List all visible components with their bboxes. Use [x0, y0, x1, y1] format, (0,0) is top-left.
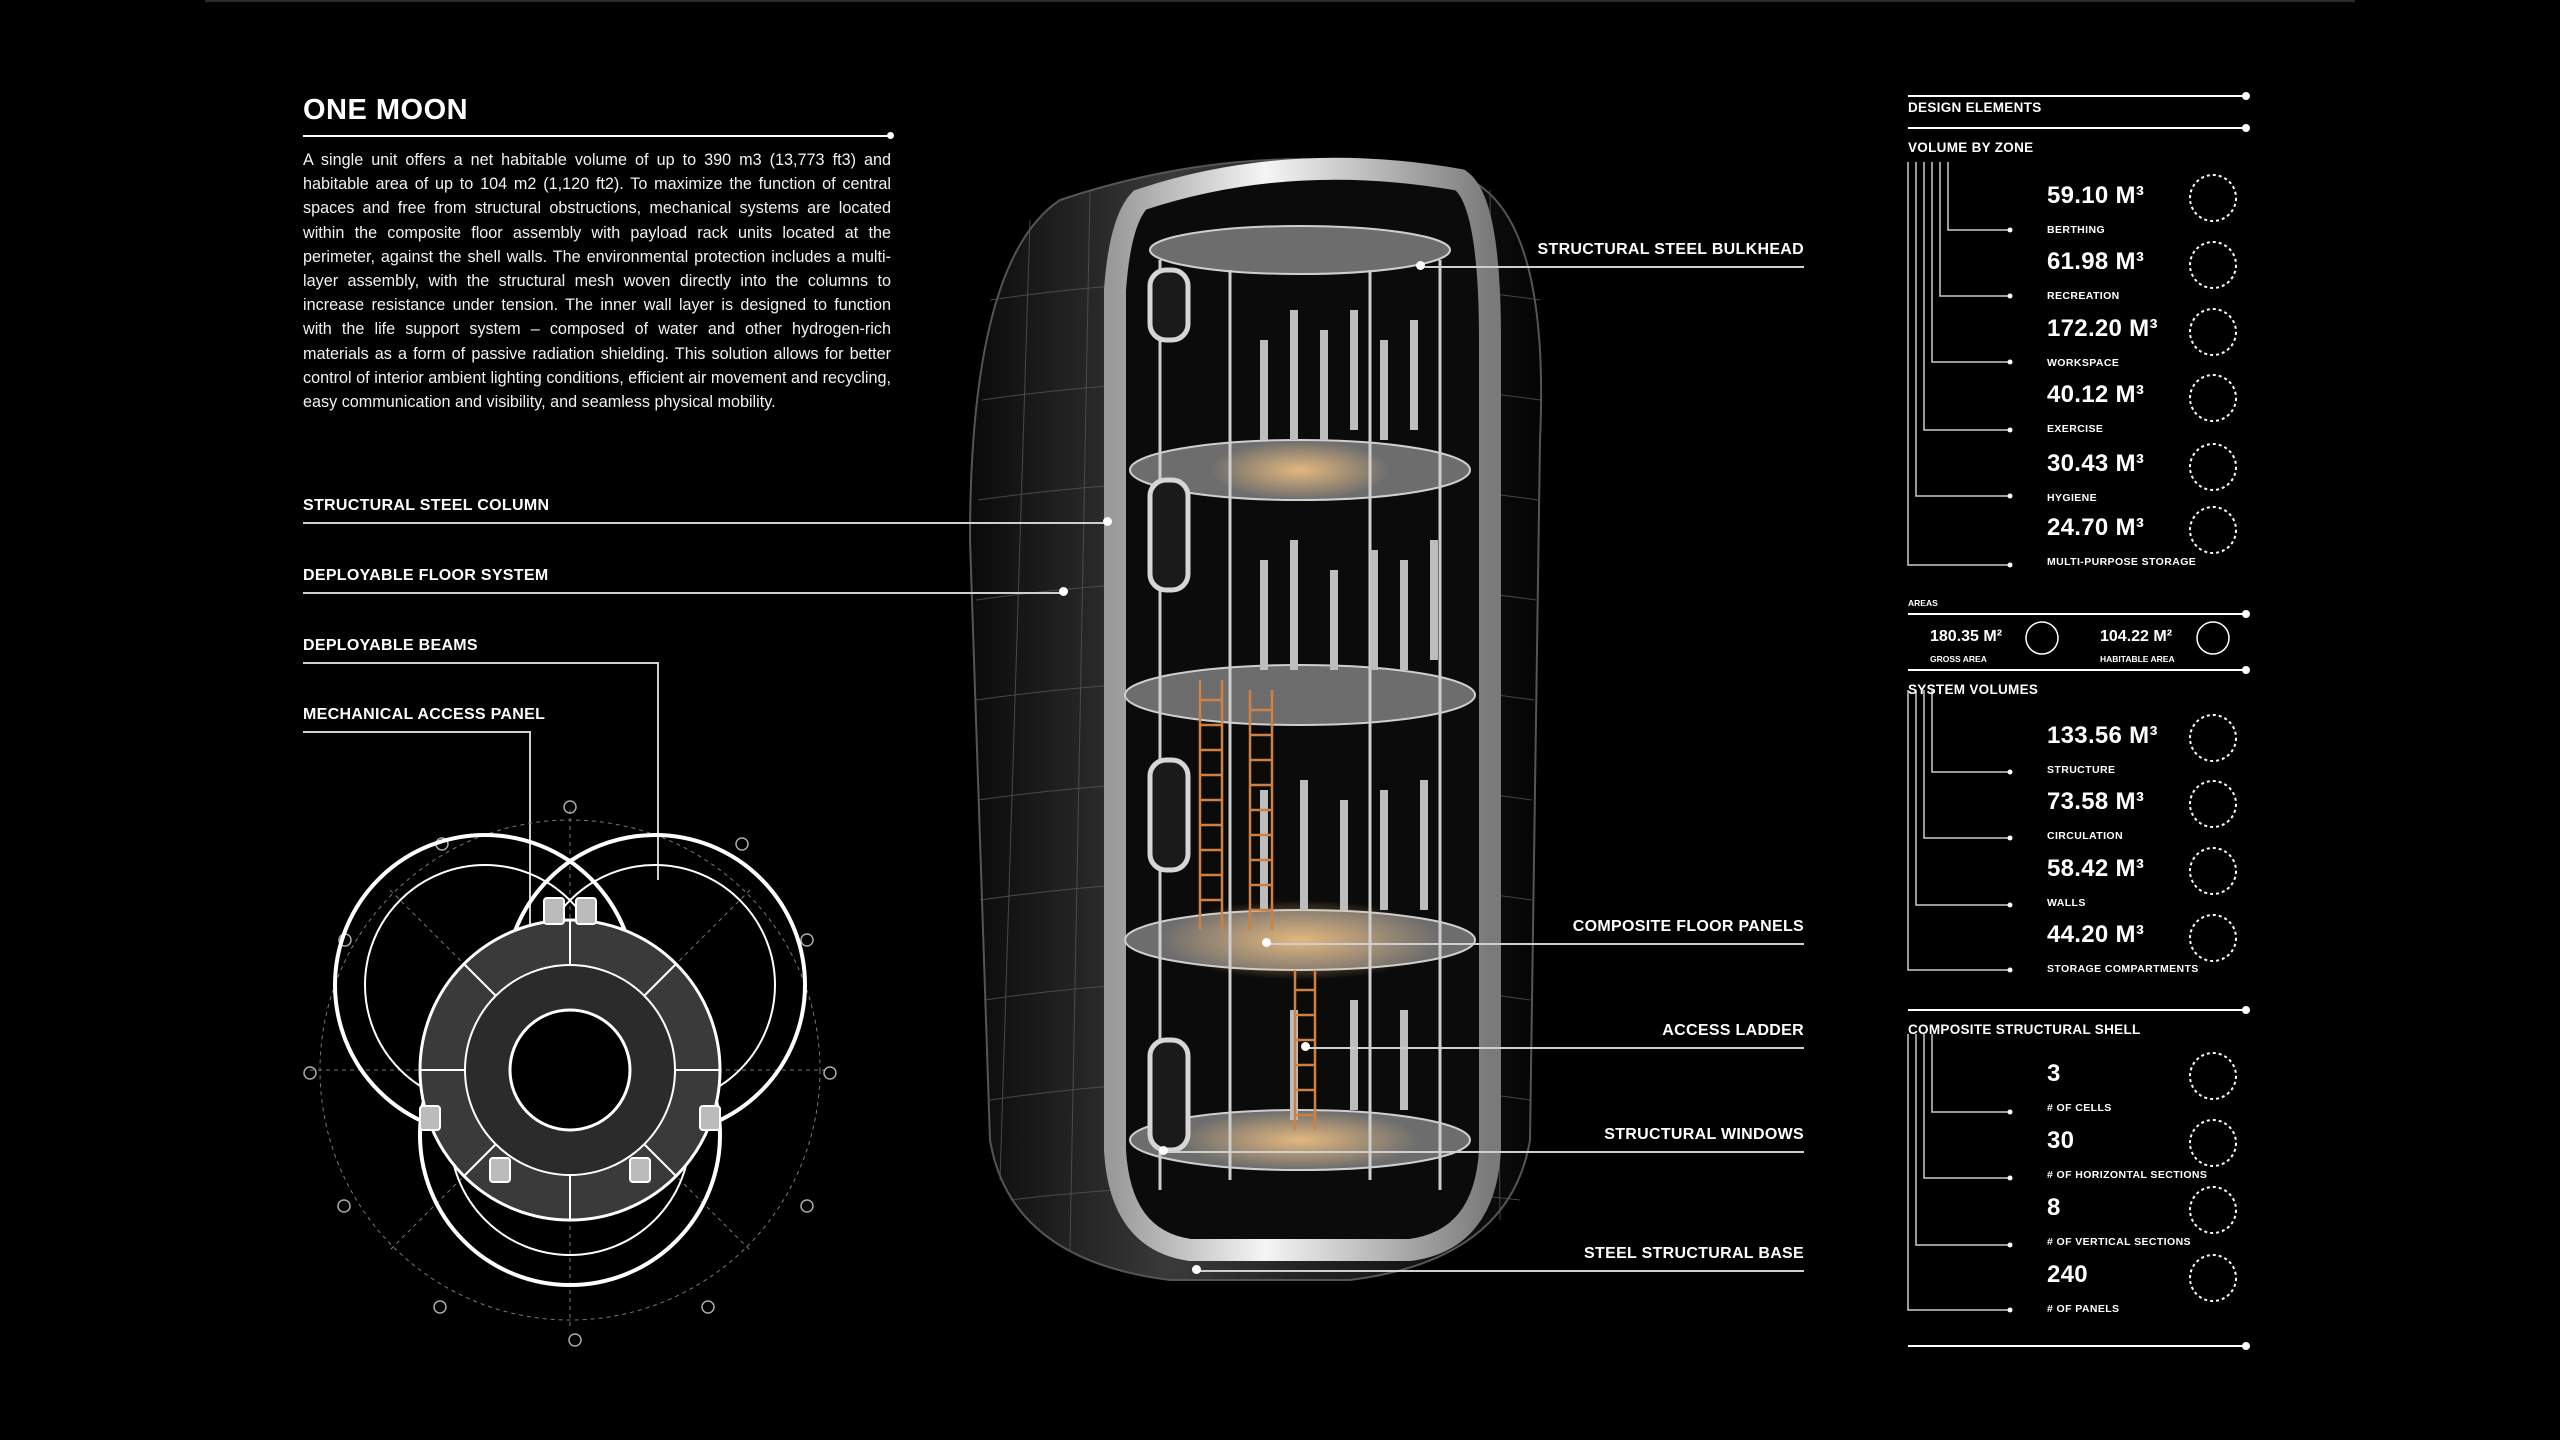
zone-label: MULTI-PURPOSE STORAGE — [2047, 556, 2197, 568]
system-value: 73.58 M³ — [2047, 788, 2145, 815]
shell-value: 240 — [2047, 1261, 2088, 1288]
system-label: WALLS — [2047, 897, 2086, 909]
leader-dot-floor-panels — [1262, 938, 1271, 947]
leader-dot-base — [1192, 1265, 1201, 1274]
leader-beams — [303, 662, 658, 664]
leader-windows — [1163, 1151, 1804, 1153]
leader-access-panel — [303, 731, 530, 733]
zone-value: 61.98 M³ — [2047, 248, 2145, 275]
plan-sectors — [420, 920, 720, 1220]
panel-heading-composite-shell: COMPOSITE STRUCTURAL SHELL — [1908, 1022, 2141, 1037]
zone-value: 59.10 M³ — [2047, 182, 2145, 209]
leader-bulkhead — [1420, 266, 1804, 268]
leader-dot-column — [1103, 517, 1112, 526]
leader-floor-system — [303, 592, 1063, 594]
page-title: ONE MOON — [303, 94, 469, 126]
shell-value: 30 — [2047, 1127, 2075, 1154]
label-access-ladder: ACCESS LADDER — [1662, 1022, 1804, 1039]
leader-column — [303, 522, 1107, 524]
system-value: 58.42 M³ — [2047, 855, 2145, 882]
zone-value: 24.70 M³ — [2047, 514, 2145, 541]
label-deployable-beams: DEPLOYABLE BEAMS — [303, 637, 478, 654]
access-ladders — [1198, 680, 1317, 1130]
area-value-gross: 180.35 M² — [1930, 628, 2003, 645]
panel-lines — [1907, 92, 2250, 1350]
plan-center — [508, 1008, 632, 1132]
leader-beams-vertical — [657, 662, 659, 880]
label-composite-floor-panels: COMPOSITE FLOOR PANELS — [1572, 918, 1804, 935]
zone-value: 40.12 M³ — [2047, 381, 2145, 408]
leader-dot-floor-system — [1059, 587, 1068, 596]
leader-dot-bulkhead — [1416, 261, 1425, 270]
design-elements-panel: DESIGN ELEMENTS VOLUME BY ZONE 59.10 M³ … — [1900, 90, 2250, 1370]
system-label: CIRCULATION — [2047, 830, 2123, 842]
panel-heading-system-volumes: SYSTEM VOLUMES — [1908, 682, 2039, 697]
leader-dot-ladder — [1301, 1042, 1310, 1051]
zone-label: BERTHING — [2047, 224, 2106, 236]
area-label-gross: GROSS AREA — [1930, 654, 1987, 664]
columns — [1158, 260, 1442, 1190]
payload-racks — [1260, 310, 1438, 1120]
plan-markers — [303, 800, 837, 1347]
plan-access-panels — [419, 897, 721, 1183]
shell-label: # OF VERTICAL SECTIONS — [2047, 1236, 2191, 1248]
panel-heading-volume-by-zone: VOLUME BY ZONE — [1908, 140, 2034, 155]
zone-label: RECREATION — [2047, 290, 2120, 302]
system-value: 44.20 M³ — [2047, 921, 2145, 948]
leader-dot-windows — [1159, 1146, 1168, 1155]
label-mechanical-access-panel: MECHANICAL ACCESS PANEL — [303, 706, 546, 723]
system-value: 133.56 M³ — [2047, 722, 2158, 749]
area-value-habitable: 104.22 M² — [2100, 628, 2173, 645]
zone-label: EXERCISE — [2047, 423, 2104, 435]
label-structural-steel-bulkhead: STRUCTURAL STEEL BULKHEAD — [1537, 241, 1804, 258]
shell-label: # OF PANELS — [2047, 1303, 2120, 1315]
zone-label: HYGIENE — [2047, 492, 2098, 504]
title-divider — [303, 132, 894, 139]
label-steel-structural-base: STEEL STRUCTURAL BASE — [1584, 1245, 1804, 1262]
shell-label: # OF CELLS — [2047, 1102, 2112, 1114]
shell-value: 8 — [2047, 1194, 2061, 1221]
zone-label: WORKSPACE — [2047, 357, 2120, 369]
area-label-habitable: HABITABLE AREA — [2100, 654, 2175, 664]
habitat-render — [968, 157, 1543, 1281]
shell-value: 3 — [2047, 1060, 2061, 1087]
label-structural-steel-column: STRUCTURAL STEEL COLUMN — [303, 497, 550, 514]
description-paragraph: A single unit offers a net habitable vol… — [303, 151, 891, 412]
system-label: STRUCTURE — [2047, 764, 2116, 776]
label-deployable-floor-system: DEPLOYABLE FLOOR SYSTEM — [303, 567, 549, 584]
leader-base — [1196, 1270, 1804, 1272]
panel-heading-design-elements: DESIGN ELEMENTS — [1908, 100, 2042, 115]
structural-windows — [1147, 267, 1191, 1153]
leader-access-panel-vertical — [529, 731, 531, 961]
system-label: STORAGE COMPARTMENTS — [2047, 963, 2199, 975]
leader-floor-panels — [1266, 943, 1804, 945]
label-structural-windows: STRUCTURAL WINDOWS — [1604, 1126, 1804, 1143]
top-border — [205, 0, 2355, 2]
zone-value: 30.43 M³ — [2047, 450, 2145, 477]
leader-ladder — [1305, 1047, 1804, 1049]
zone-value: 172.20 M³ — [2047, 315, 2158, 342]
shell-label: # OF HORIZONTAL SECTIONS — [2047, 1169, 2208, 1181]
floor-plan-diagram — [303, 800, 837, 1347]
panel-heading-areas: AREAS — [1908, 598, 1938, 608]
